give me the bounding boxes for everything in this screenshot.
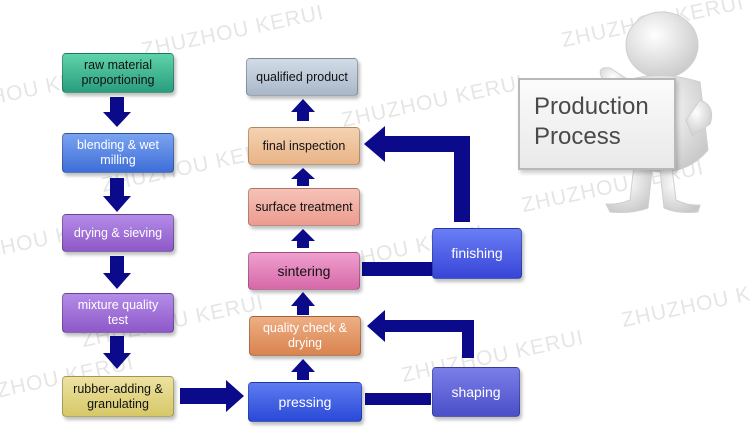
step-raw-material: raw material proportioning: [62, 53, 174, 93]
arrow-down-icon: [103, 97, 131, 127]
connector-sintering-finishing: [362, 262, 432, 276]
step-surface-treatment: surface treatment: [248, 188, 360, 226]
arrow-down-icon: [103, 256, 131, 289]
step-quality-check: quality check & drying: [249, 316, 361, 356]
step-pressing: pressing: [248, 382, 362, 422]
arrow-up-icon: [291, 292, 315, 315]
board-title-line1: Production: [534, 93, 649, 120]
step-finishing: finishing: [432, 228, 522, 279]
arrow-down-icon: [103, 336, 131, 369]
step-sintering: sintering: [248, 252, 360, 290]
arrow-elbow-icon: [364, 126, 470, 222]
arrow-elbow-icon: [367, 310, 474, 358]
step-final-inspection: final inspection: [248, 127, 360, 165]
step-rubber-adding: rubber-adding & granulating: [62, 376, 174, 417]
step-blending: blending & wet milling: [62, 133, 174, 173]
arrow-up-icon: [291, 359, 315, 380]
arrow-up-icon: [291, 229, 315, 248]
step-shaping: shaping: [432, 367, 520, 417]
arrow-right-icon: [180, 380, 244, 412]
arrow-up-icon: [291, 168, 315, 186]
step-drying-sieving: drying & sieving: [62, 214, 174, 252]
board-title-line2: Process: [534, 123, 621, 150]
step-qualified-product: qualified product: [246, 58, 358, 96]
connector-shaping-pressing: [365, 393, 431, 405]
arrow-up-icon: [291, 99, 315, 121]
step-mixture-test: mixture quality test: [62, 293, 174, 333]
arrow-down-icon: [103, 178, 131, 212]
production-process-board: Production Process: [518, 78, 676, 170]
